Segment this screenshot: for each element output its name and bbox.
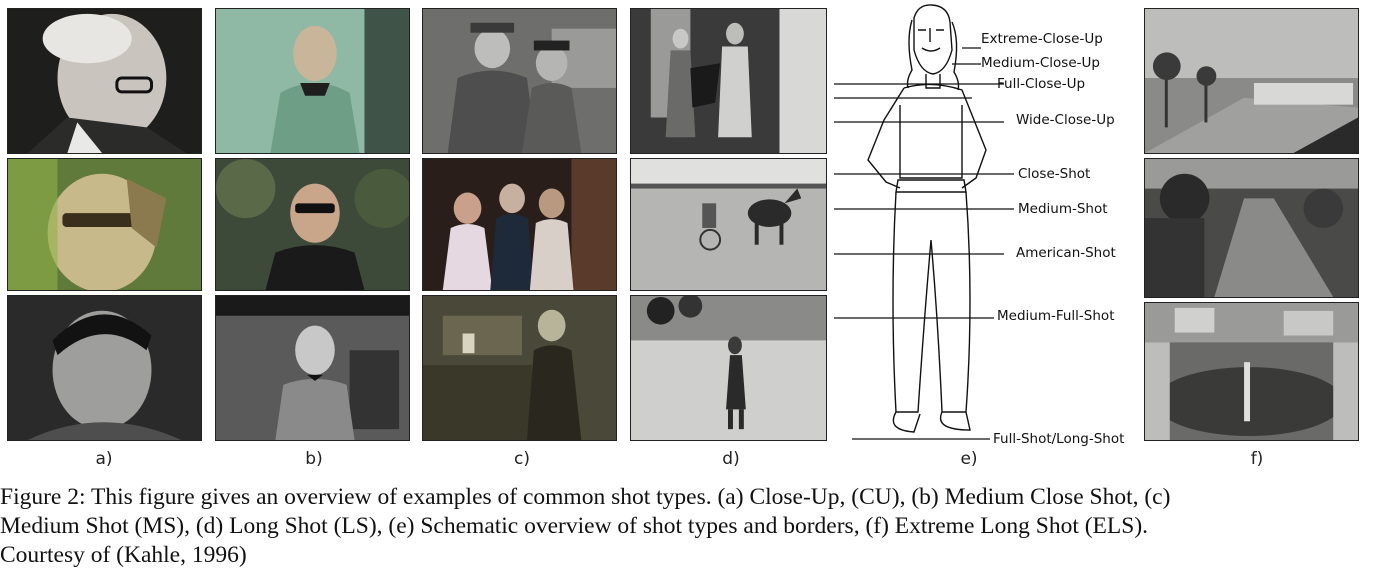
- shot-border-lines: [834, 47, 1014, 440]
- panel-label-d: d): [722, 449, 740, 469]
- figure-caption: Figure 2: This figure gives an overview …: [0, 483, 1373, 570]
- label-extreme-close-up: Extreme-Close-Up: [981, 31, 1103, 47]
- still-c2-three-people: [422, 158, 617, 291]
- still-c1-two-men-hats: [422, 8, 617, 154]
- label-american-shot: American-Shot: [1016, 245, 1116, 261]
- standing-woman-sketch: [867, 4, 987, 433]
- still-a2-closeup-phone: [7, 158, 202, 291]
- label-medium-close-up: Medium-Close-Up: [981, 55, 1100, 71]
- label-close-shot: Close-Shot: [1018, 166, 1091, 182]
- still-a3-closeup-young-man: [7, 295, 202, 441]
- still-b3-man-bowtie: [215, 295, 410, 441]
- label-full-close-up: Full-Close-Up: [997, 76, 1086, 92]
- still-b2-man-foliage: [215, 158, 410, 291]
- shot-type-schematic: [834, 0, 1136, 446]
- still-b1-man-green-jacket: [215, 8, 410, 154]
- panel-label-f: f): [1250, 449, 1264, 469]
- caption-line-1: Figure 2: This figure gives an overview …: [0, 484, 1171, 510]
- panel-label-e: e): [960, 449, 978, 469]
- label-medium-shot: Medium-Shot: [1018, 201, 1108, 217]
- still-a1-closeup-man-glasses: [7, 8, 202, 154]
- panel-label-b: b): [305, 449, 323, 469]
- still-d3-man-beach: [630, 295, 827, 441]
- still-c3-man-pouring: [422, 295, 617, 441]
- still-f1-palm-street: [1144, 8, 1359, 154]
- caption-line-3: Courtesy of (Kahle, 1996): [0, 542, 247, 568]
- caption-line-2: Medium Shot (MS), (d) Long Shot (LS), (e…: [0, 513, 1149, 539]
- still-f3-square-crowd: [1144, 302, 1359, 441]
- label-medium-full-shot: Medium-Full-Shot: [997, 308, 1115, 324]
- label-full-shot-long-shot: Full-Shot/Long-Shot: [993, 431, 1125, 447]
- still-f2-road-procession: [1144, 158, 1359, 298]
- still-d1-couple-room: [630, 8, 827, 154]
- label-wide-close-up: Wide-Close-Up: [1016, 112, 1115, 128]
- panel-label-c: c): [514, 449, 530, 469]
- panel-label-a: a): [95, 449, 113, 469]
- still-d2-harness-race: [630, 158, 827, 291]
